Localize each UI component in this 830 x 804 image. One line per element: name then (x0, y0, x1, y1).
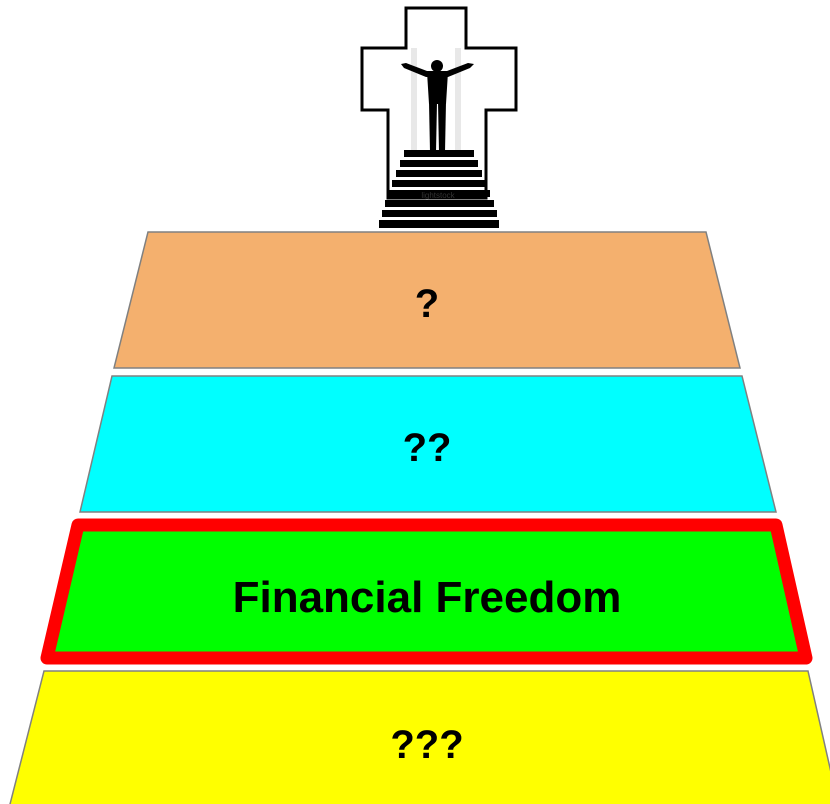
tier-3-label: Financial Freedom (233, 573, 622, 622)
tier-4: ??? (9, 670, 830, 804)
tier-2: ?? (79, 375, 777, 513)
tier-4-label: ??? (390, 723, 463, 767)
tier-4-shape (9, 670, 830, 804)
tier-2-label: ?? (403, 426, 452, 470)
tier-2-shape (79, 375, 777, 513)
tier-1-shape (113, 231, 741, 369)
watermark-text: lightstock (421, 191, 455, 200)
tier-3: Financial Freedom (40, 518, 813, 665)
tier-3-shape (40, 518, 813, 665)
cross-figure-icon: lightstock (360, 6, 518, 228)
tier-1-label: ? (415, 282, 439, 326)
figure-silhouette (401, 60, 474, 152)
staircase (379, 150, 499, 228)
tier-1: ? (113, 231, 741, 369)
